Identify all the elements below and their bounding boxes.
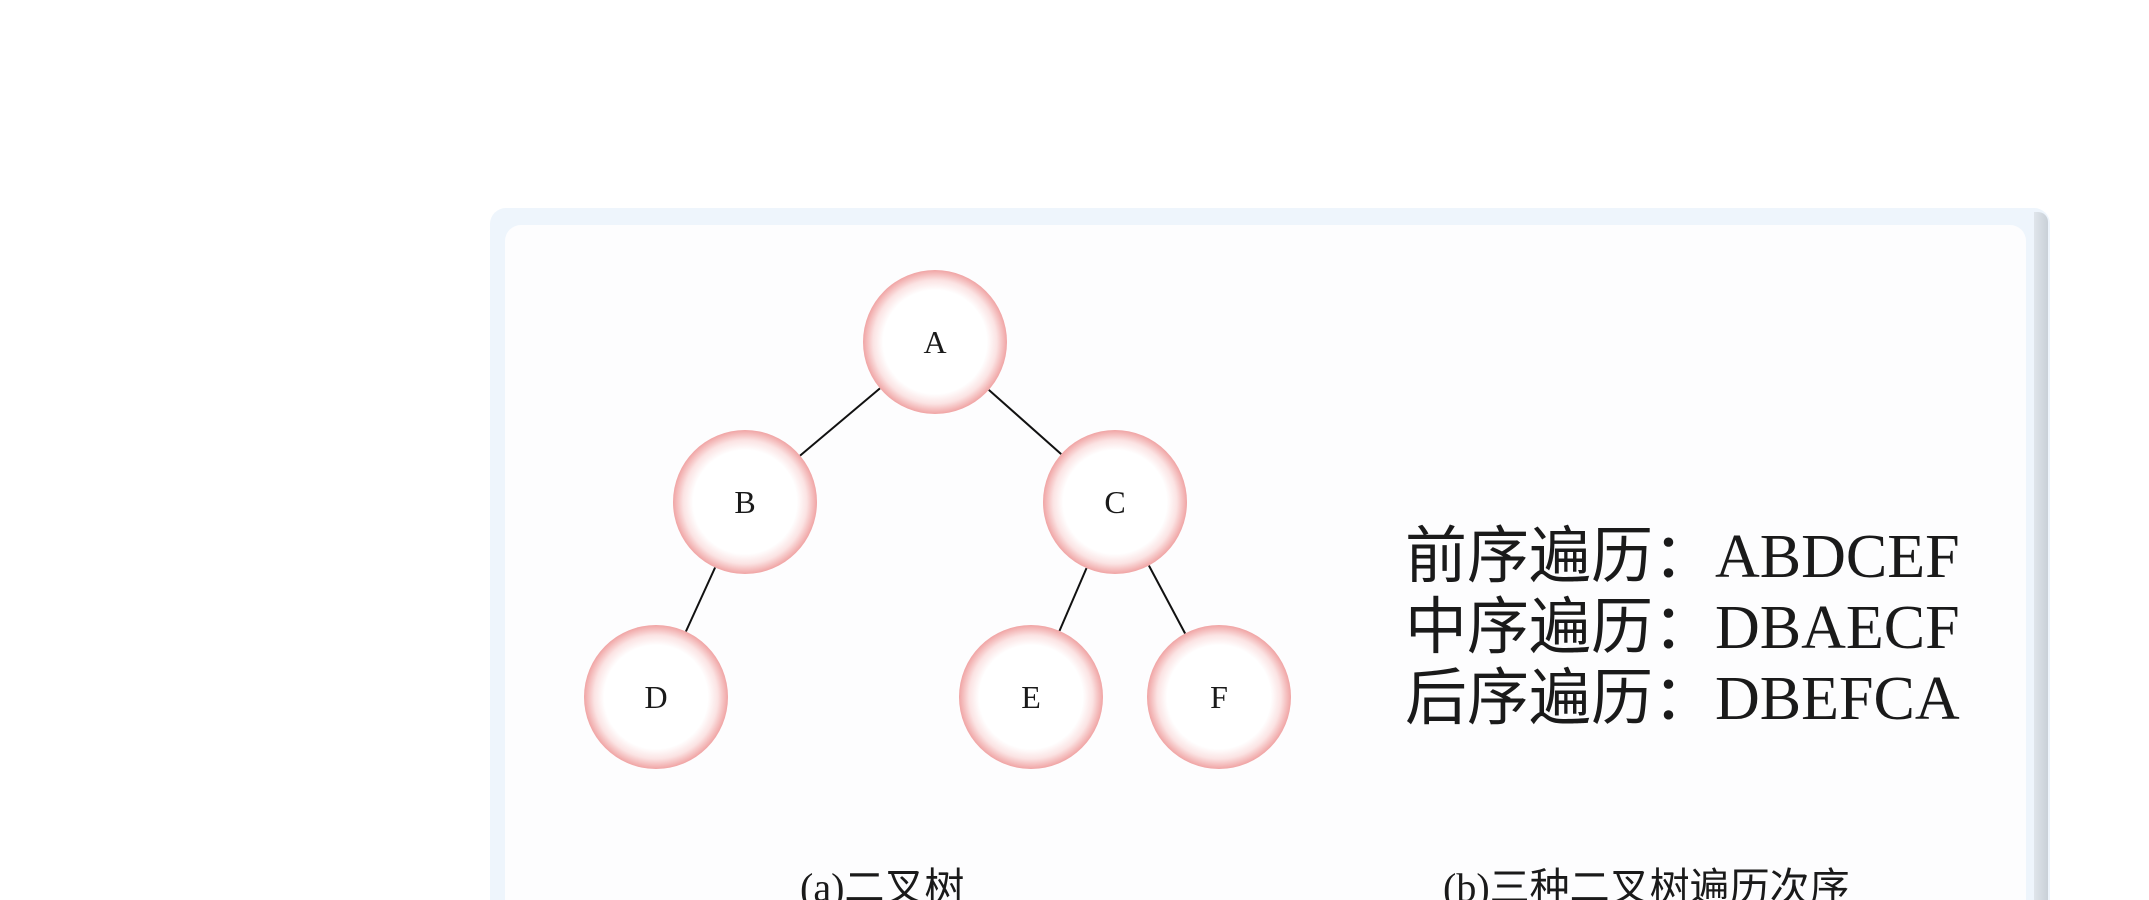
tree-edge-b-d — [684, 567, 717, 632]
tree-node-label: A — [923, 324, 946, 360]
tree-node-a: A — [863, 270, 1007, 414]
tree-node-d: D — [584, 625, 728, 769]
tree-edge-a-b — [799, 387, 881, 457]
caption-traversal-orders: (b)三种二叉树遍历次序 — [1443, 865, 1850, 900]
inorder-text: 中序遍历：DBAECF — [1405, 594, 1960, 662]
tree-node-label: D — [644, 679, 667, 715]
tree-node-c: C — [1043, 430, 1187, 574]
tree-node-circle — [584, 625, 728, 769]
tree-node-circle — [959, 625, 1103, 769]
tree-node-label: C — [1104, 484, 1125, 520]
tree-node-label: F — [1210, 679, 1228, 715]
postorder-text: 后序遍历：DBEFCA — [1405, 665, 1960, 733]
panel-shadow — [2034, 212, 2048, 900]
preorder-text: 前序遍历：ABDCEF — [1405, 523, 1960, 591]
tree-node-circle — [1043, 430, 1187, 574]
tree-node-label: B — [734, 484, 755, 520]
tree-edge-c-e — [1058, 567, 1088, 632]
tree-edge-a-c — [988, 389, 1062, 455]
tree-node-label: E — [1021, 679, 1041, 715]
traversal-orders: 前序遍历：ABDCEF 中序遍历：DBAECF 后序遍历：DBEFCA — [1405, 522, 1960, 735]
tree-node-circle — [863, 270, 1007, 414]
tree-node-circle — [673, 430, 817, 574]
tree-node-b: B — [673, 430, 817, 574]
caption-binary-tree: (a)二叉树 — [800, 865, 965, 900]
tree-node-circle — [1147, 625, 1291, 769]
tree-nodes: A B C D E F — [584, 270, 1291, 769]
tree-node-f: F — [1147, 625, 1291, 769]
tree-edge-c-f — [1147, 565, 1187, 634]
tree-node-e: E — [959, 625, 1103, 769]
tree-edges — [684, 387, 1187, 634]
